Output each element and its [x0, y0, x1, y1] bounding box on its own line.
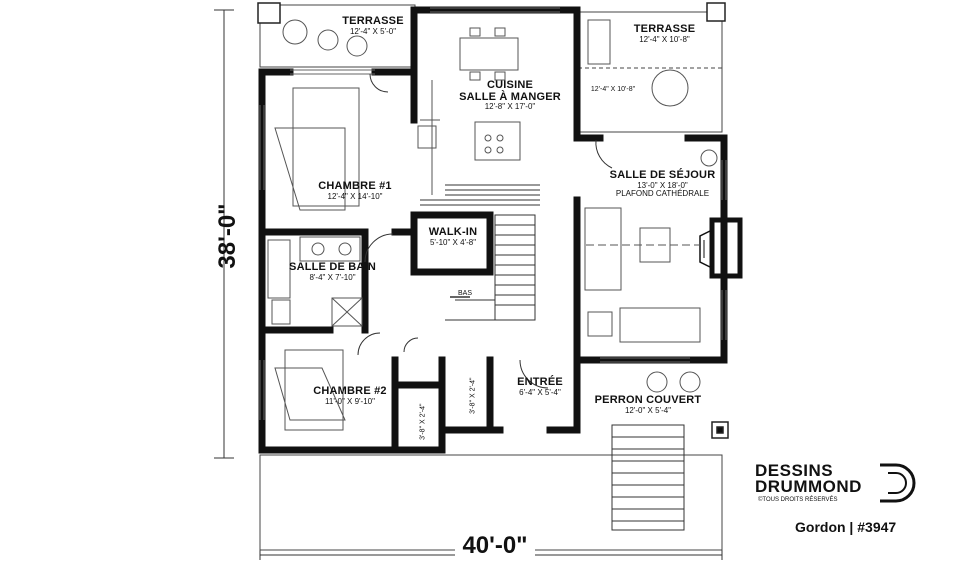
- cuisine-name: CUISINE: [486, 79, 534, 91]
- brand-logo: DESSINS DRUMMOND ©TOUS DROITS RÉSERVÉS: [755, 461, 915, 503]
- chambre1-dims: 12'-4" X 14'-10": [327, 191, 383, 201]
- chambre1-label: CHAMBRE #1 12'-4" X 14'-10": [300, 180, 410, 201]
- closet1-dims: 3'-8" X 2'-4": [419, 403, 427, 440]
- depth-dimension: 38'-0": [214, 203, 241, 269]
- cuisine-label: CUISINE SALLE À MANGER 12'-8" X 17'-0": [445, 79, 575, 112]
- width-dimension: 40'-0": [455, 532, 535, 560]
- plan-name: Gordon | #3947: [795, 519, 897, 535]
- terrasse-left-dims: 12'-4" X 5'-0": [349, 26, 397, 36]
- posts: [257, 2, 729, 439]
- sejour-dims: 13'-0" X 18'-0": [637, 180, 688, 190]
- walkin-label: WALK-IN 5'-10" X 4'-8": [418, 226, 488, 247]
- sejour-note: PLAFOND CATHÉDRALE: [615, 188, 710, 198]
- terrasse-right-name: TERRASSE: [633, 23, 696, 35]
- chambre2-label: CHAMBRE #2 11'-0" X 9'-10": [300, 385, 400, 406]
- furniture: [267, 19, 718, 431]
- entree-dims: 6'-4" X 5'-4": [519, 387, 561, 397]
- terrasse-right-note: 12'-4" X 10'-8": [590, 86, 636, 93]
- chambre1-name: CHAMBRE #1: [318, 180, 392, 192]
- chambre2-dims: 11'-0" X 9'-10": [325, 396, 375, 406]
- sejour-name: SALLE DE SÉJOUR: [609, 169, 716, 181]
- terrasse-left-label: TERRASSE 12'-4" X 5'-0": [318, 15, 428, 36]
- stairs: [420, 184, 540, 321]
- fireplace: [699, 217, 743, 279]
- entree-label: ENTRÉE 6'-4" X 5'-4": [500, 376, 580, 397]
- closet2-dims: 3'-8" X 2'-4": [469, 377, 477, 414]
- perron-name: PERRON COUVERT: [594, 394, 702, 406]
- brand-d-icon: [880, 463, 916, 503]
- entree-name: ENTRÉE: [517, 376, 563, 388]
- sejour-label: SALLE DE SÉJOUR 13'-0" X 18'-0" PLAFOND …: [600, 169, 725, 198]
- perron-dims: 12'-0" X 5'-4": [624, 405, 672, 415]
- brand-line1: DESSINS: [755, 461, 834, 480]
- salle-a-manger-name: SALLE À MANGER: [459, 90, 561, 103]
- bain-label: SALLE DE BAIN 8'-4" X 7'-10": [285, 261, 380, 282]
- stairs-down-label: BAS: [457, 290, 472, 297]
- chambre2-name: CHAMBRE #2: [313, 385, 387, 397]
- exterior-stairs: [611, 424, 685, 531]
- walkin-dims: 5'-10" X 4'-8": [429, 237, 477, 247]
- terrasse-right-dims: 12'-4" X 10'-8": [639, 34, 690, 44]
- terrasse-right-label: TERRASSE 12'-4" X 10'-8": [612, 23, 717, 44]
- walkin-name: WALK-IN: [428, 226, 478, 238]
- windows: [259, 7, 727, 420]
- brand-rights: ©TOUS DROITS RÉSERVÉS: [758, 497, 838, 503]
- bain-name: SALLE DE BAIN: [289, 261, 376, 273]
- terrasse-left-name: TERRASSE: [342, 15, 404, 27]
- doors: [357, 73, 613, 389]
- perron-label: PERRON COUVERT 12'-0" X 5'-4": [588, 394, 708, 415]
- cuisine-dims: 12'-8" X 17'-0": [484, 102, 536, 112]
- brand-line2: DRUMMOND: [755, 477, 862, 496]
- walls: [258, 6, 728, 454]
- bain-dims: 8'-4" X 7'-10": [309, 272, 356, 282]
